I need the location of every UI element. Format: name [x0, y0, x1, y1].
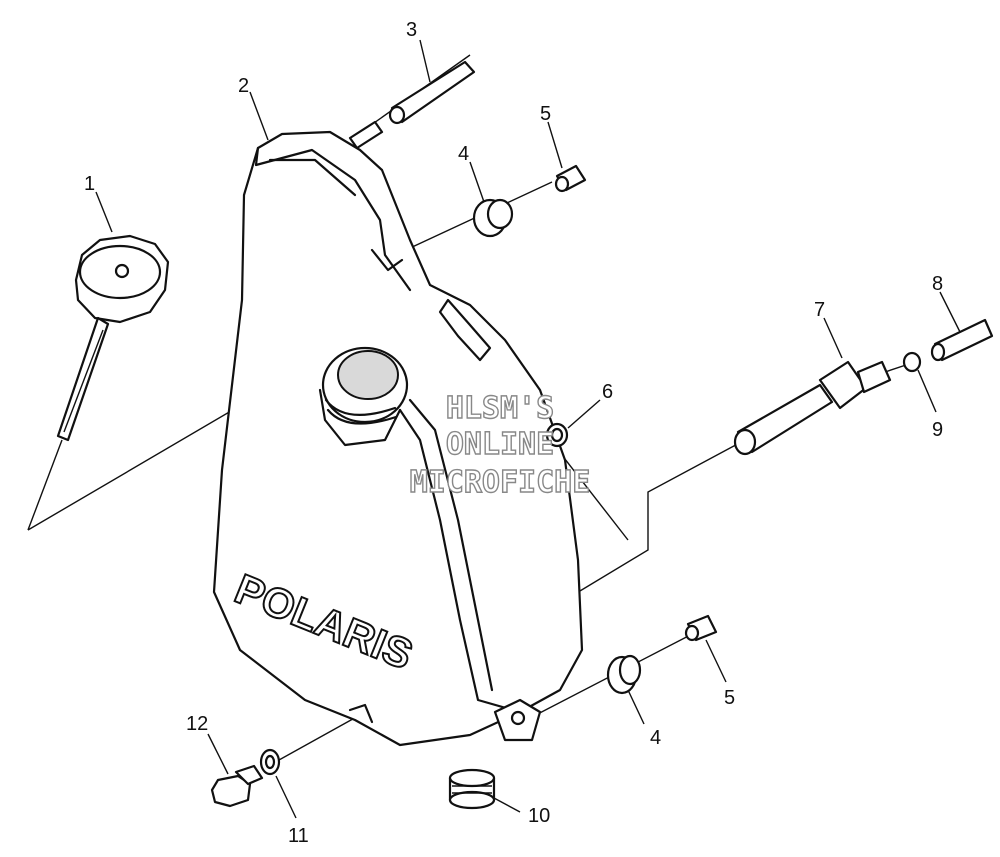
watermark-line-3: MICROFICHE: [410, 465, 591, 500]
callout-7: 7: [814, 299, 825, 321]
callout-12: 12: [186, 713, 208, 735]
spacer-5-lower: [684, 614, 718, 642]
washer-11: [259, 748, 281, 776]
watermark-line-2: ONLINE: [446, 427, 554, 462]
watermark: HLSM'S ONLINE MICROFICHE: [409, 390, 591, 500]
callout-3: 3: [406, 19, 417, 41]
clamp-9: [902, 351, 922, 373]
callout-5-lower: 5: [724, 687, 735, 709]
callout-4-lower: 4: [650, 727, 661, 749]
callout-8: 8: [932, 273, 943, 295]
spacer-5-upper: [554, 164, 587, 193]
callout-4-upper: 4: [458, 143, 469, 165]
callout-1: 1: [84, 173, 95, 195]
callout-6: 6: [602, 381, 613, 403]
grommet-4-lower: [606, 654, 642, 695]
callout-5-upper: 5: [540, 103, 551, 125]
dipstick-cap: [56, 234, 170, 442]
callout-2: 2: [238, 75, 249, 97]
callout-pointers: [95, 39, 961, 819]
grommet-4-upper: [472, 198, 514, 238]
callout-labels: 1 2 3 4 5 6 7 8 9 4 5 10 11 12: [84, 19, 943, 847]
drain-plug-12: [210, 764, 264, 808]
clamp-6: [545, 422, 569, 448]
hose-3: [388, 60, 476, 125]
watermark-line-1: HLSM'S: [446, 391, 554, 426]
fitting-7: [733, 360, 892, 456]
hose-8: [930, 318, 994, 362]
screen-10: [448, 768, 496, 810]
callout-11: 11: [288, 825, 309, 847]
callout-10: 10: [528, 805, 550, 827]
callout-9: 9: [932, 419, 943, 441]
oil-tank: [212, 120, 584, 747]
